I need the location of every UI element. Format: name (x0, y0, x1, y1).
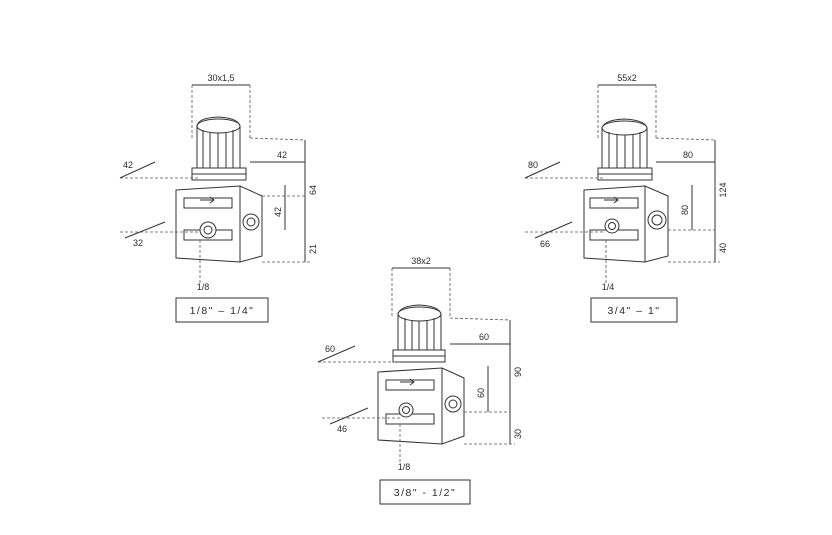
size-label: 3/8" - 1/2" (394, 487, 456, 499)
bottom-dimension: 40 (718, 243, 728, 253)
width-left-dimension: 42 (123, 160, 133, 170)
depth-dimension: 66 (540, 239, 550, 249)
size-label-box (379, 479, 471, 505)
body-height-dimension: 80 (680, 205, 690, 215)
depth-dimension: 46 (337, 424, 347, 434)
regulator-large: 55x2 80 80 124 80 40 66 1/4 (524, 73, 728, 323)
regulator-small: 30x1,5 42 42 64 42 21 (119, 73, 318, 323)
regulator-medium: 38x2 60 60 90 60 30 46 1/8 (317, 256, 523, 505)
size-label: 3/4" – 1" (607, 305, 660, 317)
port-dimension: 1/8 (398, 462, 411, 472)
body-height-dimension: 42 (273, 207, 283, 217)
bottom-dimension: 21 (308, 244, 318, 254)
total-height-dimension: 64 (308, 185, 318, 195)
width-left-dimension: 80 (528, 160, 538, 170)
body-height-dimension: 60 (476, 388, 486, 398)
port-dimension: 1/4 (602, 282, 615, 292)
width-right-dimension: 42 (277, 150, 287, 160)
thread-dimension: 38x2 (411, 256, 431, 266)
bottom-dimension: 30 (513, 429, 523, 439)
width-right-dimension: 80 (683, 150, 693, 160)
total-height-dimension: 90 (513, 367, 523, 377)
total-height-dimension: 124 (718, 182, 728, 197)
size-label-box (590, 297, 678, 323)
thread-dimension: 30x1,5 (207, 73, 234, 83)
size-label: 1/8" – 1/4" (190, 305, 255, 317)
width-left-dimension: 60 (325, 344, 335, 354)
depth-dimension: 32 (133, 238, 143, 248)
width-right-dimension: 60 (479, 332, 489, 342)
size-label-box (175, 297, 269, 323)
thread-dimension: 55x2 (617, 73, 637, 83)
port-dimension: 1/8 (197, 282, 210, 292)
